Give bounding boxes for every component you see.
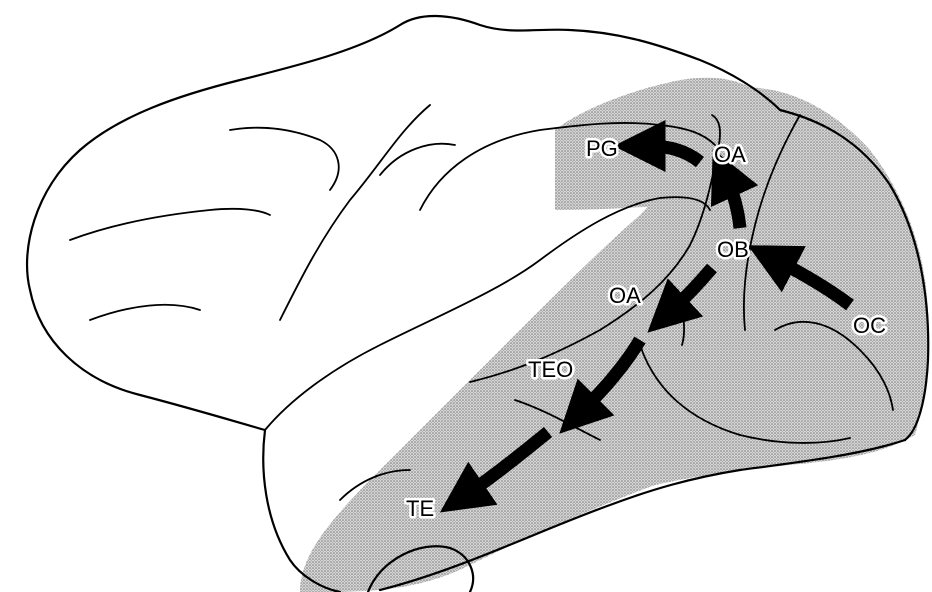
lunate-sulcus: [743, 114, 801, 331]
label-ob: OB: [717, 237, 749, 262]
central-sulcus: [279, 104, 431, 321]
temporal-pole-sulcus: [339, 469, 411, 501]
lower-frontal-outline: [28, 288, 267, 432]
label-te: TE: [406, 496, 434, 521]
temporal-small-sulcus: [514, 399, 601, 441]
intraparietal-sulcus: [419, 122, 716, 211]
sylvian-fissure: [264, 196, 711, 431]
temporal-lobe-outline: [262, 428, 342, 592]
brain-outline: [26, 14, 930, 592]
parietal-small-sulcus: [379, 142, 456, 176]
arrow-ob-to-oa-upper: [710, 148, 759, 229]
arrow-oa-to-pg: [613, 120, 705, 173]
sulci: [69, 104, 894, 501]
area-labels: PG OA OB OA OC TEO TE: [404, 134, 889, 524]
label-oc: OC: [853, 313, 886, 338]
arrow-teo-to-te: [439, 426, 553, 513]
cerebrum-outline: [26, 14, 930, 442]
principal-sulcus: [69, 207, 271, 241]
inferior-occipital-sulcus: [774, 320, 894, 411]
arrow-ob-to-oa-lower: [647, 263, 717, 333]
arcuate-sulcus: [229, 126, 340, 191]
arrow-oa-to-teo: [559, 336, 646, 434]
occipitotemporal-sulcus: [639, 344, 851, 444]
frontal-minor-sulcus: [89, 303, 201, 321]
label-teo: TEO: [528, 357, 573, 382]
pathway-arrows: [439, 120, 854, 513]
label-oa-upper: OA: [714, 142, 746, 167]
cerebellum-like-curve: [366, 545, 475, 592]
superior-temporal-sulcus: [469, 114, 721, 383]
label-oa-lower: OA: [609, 283, 641, 308]
temporal-lower-edge: [378, 438, 907, 592]
label-pg: PG: [586, 136, 618, 161]
arrow-oc-to-ob: [747, 245, 854, 311]
